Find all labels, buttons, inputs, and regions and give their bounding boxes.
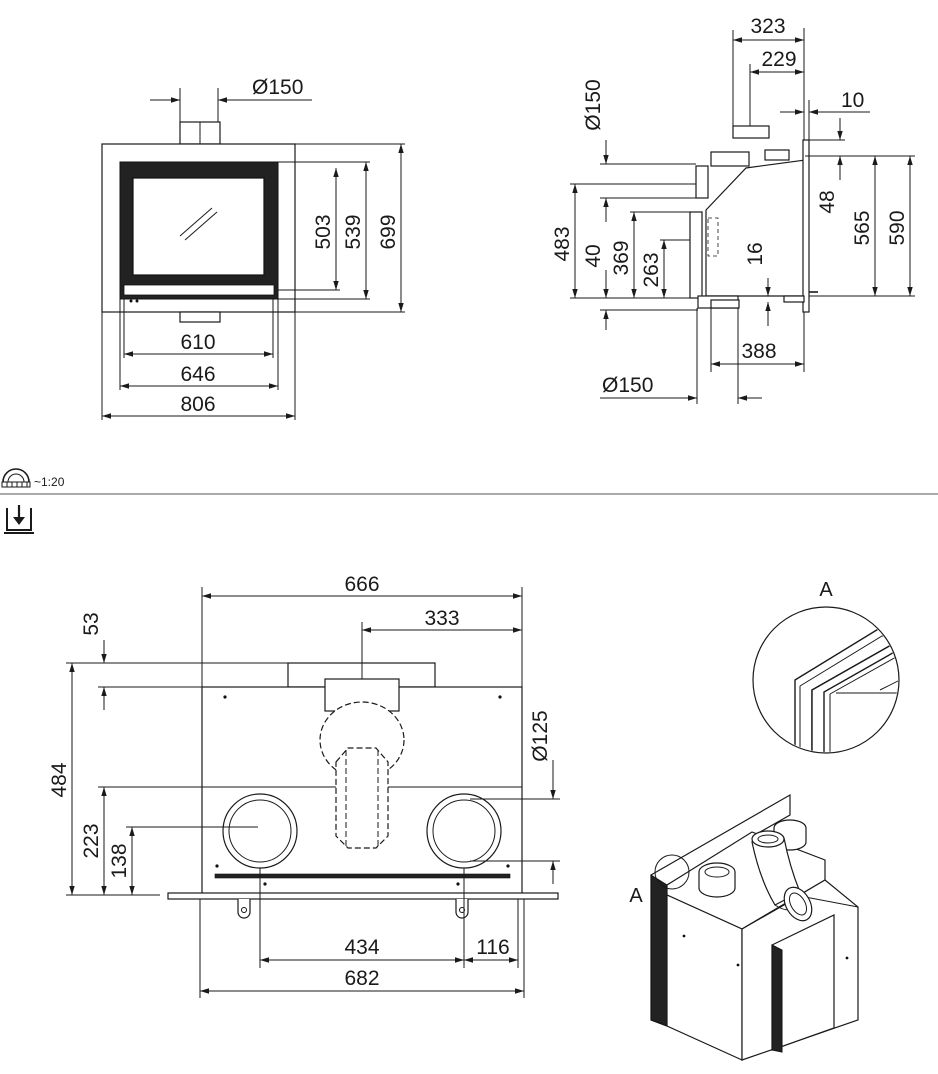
dim-top-116: 116: [476, 936, 509, 959]
top-view: 666 333 53 484 223 138 Ø125 4: [48, 573, 560, 998]
top-front-frame: [167, 892, 559, 900]
side-top-flue: [710, 151, 750, 167]
dim-side-483: 483: [551, 226, 574, 261]
dim-side-16: 16: [744, 242, 767, 265]
front-bottom-rail: [123, 284, 275, 296]
dim-side-229: 229: [761, 48, 796, 71]
download-icon[interactable]: [4, 505, 34, 534]
protractor-icon: [1, 468, 31, 488]
dim-top-333: 333: [424, 607, 459, 630]
dim-top-434: 434: [344, 936, 379, 959]
dim-side-263: 263: [640, 252, 663, 287]
dim-front-610: 610: [180, 331, 215, 354]
dim-side-flue-top: Ø150: [582, 79, 605, 130]
dim-front-699: 699: [377, 214, 400, 249]
dim-side-323: 323: [750, 15, 785, 38]
dim-front-539: 539: [342, 214, 365, 249]
side-body: [705, 159, 806, 297]
glass-reflection-2: [184, 211, 218, 241]
dim-side-48: 48: [816, 190, 839, 213]
dim-top-666: 666: [344, 573, 379, 596]
top-duct-left: [222, 793, 298, 869]
side-door: [689, 211, 703, 299]
isometric-view: A: [629, 793, 859, 1061]
scale-text: ~1:20: [34, 475, 65, 489]
dim-front-806: 806: [180, 393, 215, 416]
iso-detail-marker: [654, 854, 690, 890]
glass-reflection-1: [179, 207, 213, 237]
detail-label-iso: A: [629, 885, 643, 907]
dim-front-646: 646: [180, 363, 215, 386]
scale-indicator: ~1:20: [1, 468, 65, 489]
dim-side-40: 40: [582, 244, 605, 267]
dim-side-565: 565: [851, 210, 874, 245]
dim-top-682: 682: [344, 967, 379, 990]
dim-side-590: 590: [886, 210, 909, 245]
dim-top-duct: Ø125: [529, 710, 552, 761]
front-glass: [132, 177, 265, 276]
dim-front-flue: Ø150: [252, 76, 303, 99]
dim-top-223: 223: [80, 823, 103, 858]
dim-top-53: 53: [80, 612, 103, 635]
dim-front-503: 503: [312, 214, 335, 249]
dim-side-369: 369: [610, 240, 633, 275]
detail-a: A: [752, 579, 900, 754]
dim-side-388: 388: [741, 340, 776, 363]
dim-side-10: 10: [841, 89, 864, 112]
dim-top-138: 138: [108, 843, 131, 878]
detail-label-circle: A: [819, 579, 833, 601]
side-view: 323 229 10 Ø150 483 40 369 263 1: [551, 15, 915, 404]
top-duct-right: [426, 793, 502, 869]
dim-top-484: 484: [48, 762, 71, 797]
front-view: Ø150 503 539 699 610 646 806: [101, 76, 405, 420]
dim-side-flue-bottom: Ø150: [602, 374, 653, 397]
side-frame-plate: [802, 139, 810, 313]
